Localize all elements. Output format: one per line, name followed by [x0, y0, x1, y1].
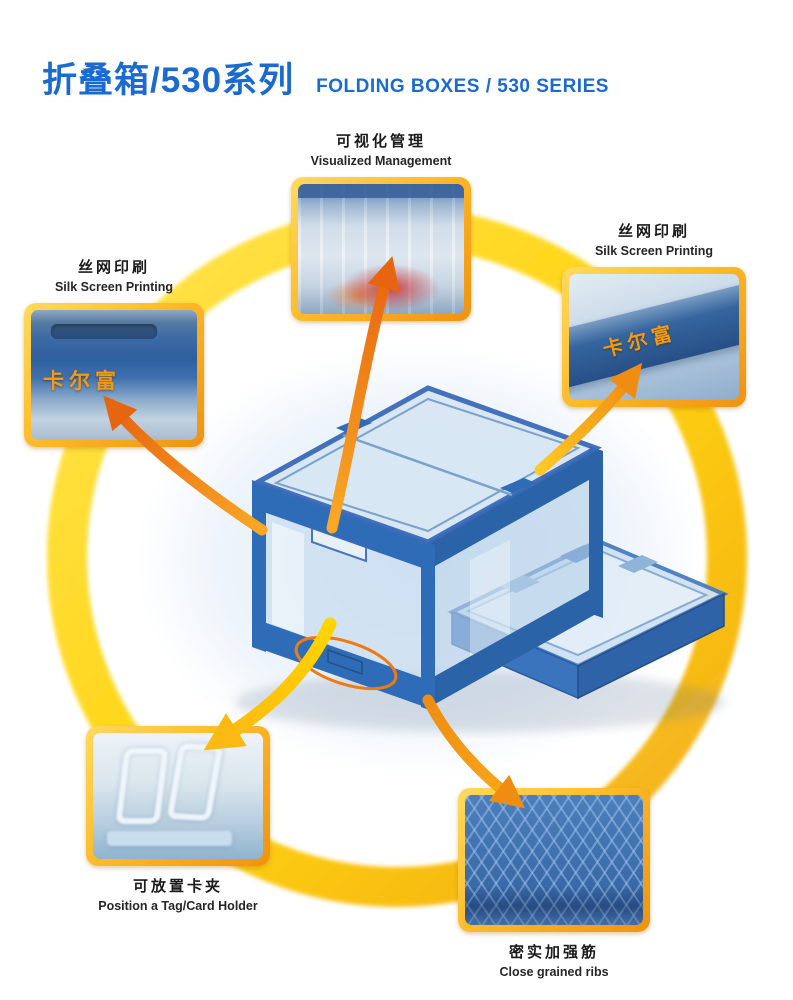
callout-close-grained-ribs: 密实加强筋 Close grained ribs	[456, 788, 652, 979]
callout-label-en: Position a Tag/Card Holder	[98, 899, 258, 913]
callout-caption: 密实加强筋 Close grained ribs	[499, 941, 608, 979]
callout-caption: 可放置卡夹 Position a Tag/Card Holder	[98, 875, 258, 913]
callout-label-cn: 丝网印刷	[77, 259, 150, 276]
callout-label-cn: 可放置卡夹	[132, 878, 223, 895]
main-box	[251, 385, 603, 712]
callout-label-en: Silk Screen Printing	[54, 280, 174, 294]
photo-card-holder	[93, 733, 263, 859]
photo-close-grained-ribs	[465, 795, 643, 925]
product-shadow	[235, 672, 725, 732]
print-band: 卡尔富	[569, 280, 739, 391]
callout-label-en: Silk Screen Printing	[594, 244, 714, 258]
handle-slot	[50, 324, 158, 339]
background-glow	[135, 342, 705, 778]
crate-rim	[298, 184, 464, 198]
callout-label-cn: 密实加强筋	[508, 944, 599, 961]
callout-card-holder: 可放置卡夹 Position a Tag/Card Holder	[84, 726, 272, 913]
photo-visualized-management	[298, 184, 464, 314]
arrow-to-close-grained-ribs	[422, 694, 525, 809]
callout-label-en: Close grained ribs	[499, 965, 609, 979]
folded-box	[447, 538, 729, 700]
brand-print: 卡尔富	[43, 369, 121, 393]
callout-silk-screen-left: 丝网印刷 Silk Screen Printing 卡尔富	[22, 256, 206, 447]
arrow-to-card-holder	[203, 617, 337, 751]
card-clip-shape	[166, 743, 224, 822]
callout-caption: 丝网印刷 Silk Screen Printing	[595, 220, 713, 258]
brand-print: 卡尔富	[600, 321, 679, 362]
photo-silk-screen-right: 卡尔富	[569, 274, 739, 400]
card-clip-shape	[115, 748, 170, 824]
photo-frame: 卡尔富	[24, 303, 204, 447]
page-title-en: FOLDING BOXES / 530 SERIES	[316, 76, 609, 97]
callout-caption: 丝网印刷 Silk Screen Printing	[55, 256, 173, 294]
callout-visualized-management: 可视化管理 Visualized Management	[289, 130, 473, 321]
page-title-cn: 折叠箱/530系列	[42, 61, 295, 100]
callout-label-cn: 丝网印刷	[617, 223, 690, 240]
photo-frame	[291, 177, 471, 321]
callout-label-cn: 可视化管理	[335, 133, 426, 150]
photo-frame	[86, 726, 270, 866]
callout-label-en: Visualized Management	[310, 154, 452, 168]
photo-frame: 卡尔富	[562, 267, 746, 407]
card-clip-base	[106, 831, 233, 847]
card-clip-highlight	[294, 635, 398, 691]
page-header: 折叠箱/530系列 FOLDING BOXES / 530 SERIES	[42, 52, 609, 103]
callout-caption: 可视化管理 Visualized Management	[311, 130, 452, 168]
callout-silk-screen-right: 丝网印刷 Silk Screen Printing 卡尔富	[560, 220, 748, 407]
photo-frame	[458, 788, 650, 932]
photo-silk-screen-left: 卡尔富	[31, 310, 197, 440]
